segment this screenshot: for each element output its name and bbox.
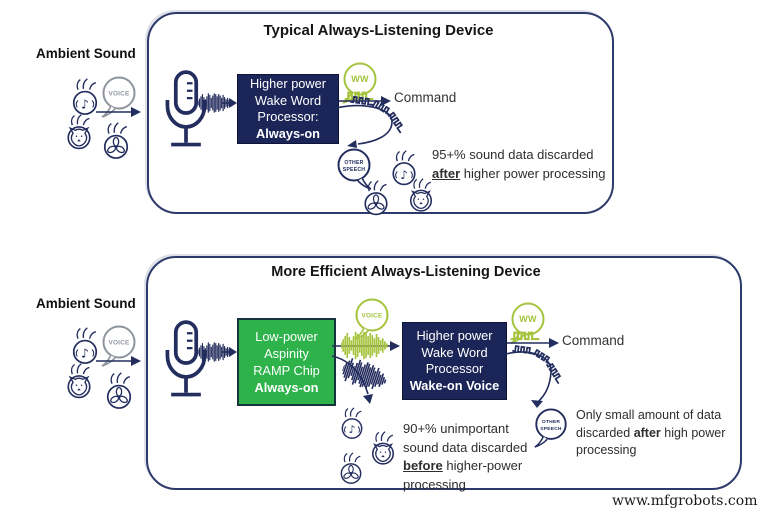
wake-word-processor-box: Higher power Wake Word Processor Wake-on… — [402, 322, 507, 400]
fan-noise-icon — [335, 452, 367, 491]
svg-text:SPEECH: SPEECH — [540, 426, 562, 432]
svg-text:SPEECH: SPEECH — [343, 167, 366, 173]
ramp-discard-arrow — [331, 355, 373, 404]
discard-note: 90+% unimportant sound data discarded be… — [403, 421, 528, 492]
ambient-flow-arrow — [96, 107, 141, 117]
dog-noise-icon — [61, 114, 97, 157]
svg-text:WW: WW — [519, 314, 537, 324]
svg-text:OTHER: OTHER — [344, 160, 363, 166]
command-label: Command — [562, 333, 625, 348]
music-noise-icon — [336, 407, 368, 446]
command-label: Command — [394, 90, 457, 105]
svg-text:VOICE: VOICE — [362, 313, 383, 320]
efficient-panel-title: More Efficient Always-Listening Device — [271, 264, 541, 280]
curved-discard-arrow — [335, 104, 393, 148]
dog-noise-icon — [404, 178, 438, 219]
command-arrow — [507, 338, 559, 348]
typical-panel-title: Typical Always-Listening Device — [263, 22, 494, 39]
svg-text:OTHER: OTHER — [542, 419, 560, 425]
typical-device-panel — [147, 12, 614, 214]
dog-noise-icon — [366, 431, 400, 472]
mic-to-processor-arrow — [222, 98, 237, 108]
discard-note: 95+% sound data discarded after higher p… — [432, 147, 606, 181]
other-speech-bubble: OTHER SPEECH — [534, 408, 567, 448]
ambient-sound-label: Ambient Sound — [36, 46, 136, 61]
fan-noise-icon — [358, 180, 394, 223]
ww-bubble: WW — [342, 62, 377, 104]
ambient-sound-label: Ambient Sound — [36, 296, 136, 311]
fan-noise-icon — [100, 372, 138, 417]
fan-noise-icon — [97, 122, 135, 167]
mic-to-ramp-arrow — [222, 347, 237, 357]
svg-text:VOICE: VOICE — [109, 91, 130, 98]
svg-text:VOICE: VOICE — [109, 340, 130, 347]
dog-noise-icon — [61, 363, 97, 406]
ramp-chip-box: Low-power Aspinity RAMP Chip Always-on — [237, 318, 336, 406]
wake-word-processor-box: Higher power Wake Word Processor: Always… — [237, 74, 339, 144]
voice-bubble: VOICE — [354, 298, 389, 340]
other-speech-bubble: OTHER SPEECH — [337, 148, 372, 190]
voice-bubble: VOICE — [101, 76, 136, 118]
small-discard-note: Only small amount of data discarded afte… — [576, 408, 726, 457]
ambient-flow-arrow — [96, 356, 141, 366]
watermark: www.mfgrobots.com — [612, 493, 758, 509]
svg-text:WW: WW — [351, 74, 369, 84]
